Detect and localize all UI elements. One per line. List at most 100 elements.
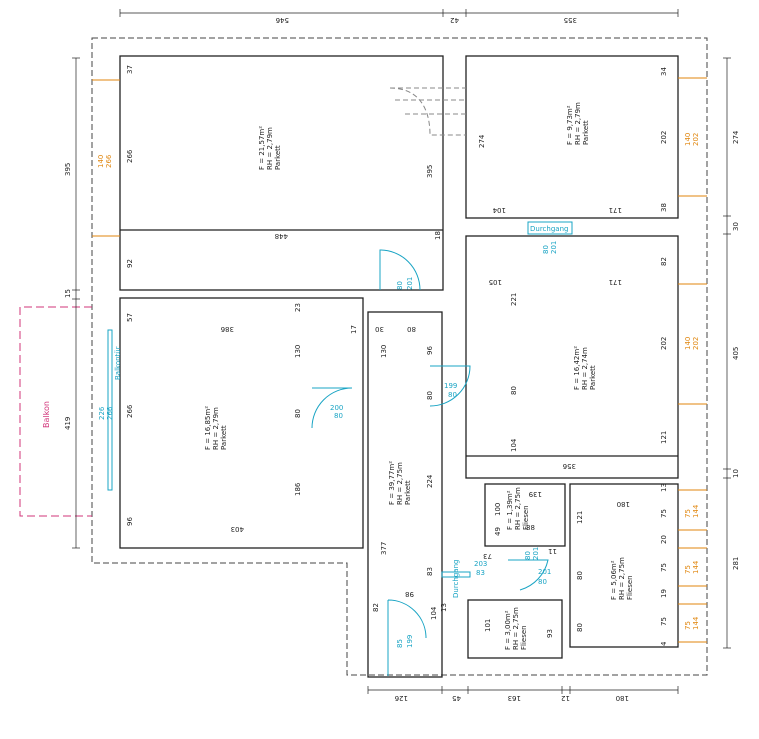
window-2-h: 202: [692, 133, 700, 146]
svg-text:221: 221: [510, 293, 518, 306]
svg-text:82: 82: [660, 257, 668, 266]
svg-text:RH = 2,74m: RH = 2,74m: [581, 347, 589, 390]
balcony-door-h: 266: [106, 406, 114, 420]
svg-text:356: 356: [562, 462, 576, 470]
svg-text:Parkett: Parkett: [274, 145, 282, 170]
svg-text:11: 11: [548, 547, 557, 555]
svg-text:386: 386: [220, 325, 234, 333]
walls: [119, 55, 679, 678]
svg-text:171: 171: [609, 206, 622, 214]
svg-text:98: 98: [405, 590, 414, 598]
svg-text:30: 30: [375, 325, 384, 333]
svg-text:377: 377: [380, 542, 388, 555]
window-4-w: 75: [684, 509, 692, 518]
room-3-wall: [465, 235, 679, 479]
svg-text:RH = 2,75m: RH = 2,75m: [618, 557, 626, 600]
door-1-h: 201: [406, 277, 414, 290]
room-1-wall: [119, 55, 444, 291]
dim-left-419: 419: [64, 417, 72, 430]
svg-text:266: 266: [126, 404, 134, 418]
wc-wall: [484, 483, 566, 547]
svg-text:266: 266: [126, 149, 134, 163]
svg-text:F = 16,42m²: F = 16,42m²: [573, 346, 581, 390]
balcony-label: Balkon: [42, 401, 51, 428]
svg-text:73: 73: [483, 552, 492, 560]
door-8-w: 85: [396, 639, 404, 648]
svg-text:20: 20: [660, 535, 668, 544]
svg-text:130: 130: [294, 345, 302, 358]
svg-text:57: 57: [126, 313, 134, 322]
dim-bottom-180: 180: [616, 694, 629, 702]
window-2-w: 140: [684, 133, 692, 146]
dim-right-274: 274: [732, 130, 740, 144]
svg-text:RH = 2,75m: RH = 2,75m: [512, 607, 520, 650]
svg-text:80: 80: [426, 391, 434, 400]
window-1-w: 140: [97, 155, 105, 168]
doors: [107, 221, 573, 676]
svg-text:F = 39,77m²: F = 39,77m²: [388, 461, 396, 505]
window-6-h: 144: [692, 616, 700, 630]
svg-text:82: 82: [372, 603, 380, 612]
interior-dims: 37 266 92 448 395 18 34 274 202 38 104 1…: [126, 65, 668, 646]
svg-text:Parkett: Parkett: [589, 365, 597, 390]
svg-text:17: 17: [350, 325, 358, 334]
svg-text:Fliesen: Fliesen: [626, 575, 634, 600]
bath-wall: [569, 483, 679, 648]
passage-1: Durchgang: [530, 225, 568, 233]
room-3-label: F = 16,42m² RH = 2,74m Parkett: [573, 346, 597, 390]
dim-bottom-126: 126: [394, 694, 408, 702]
room-4-wall: [119, 297, 364, 549]
svg-text:75: 75: [660, 509, 668, 518]
svg-text:100: 100: [494, 503, 502, 516]
svg-text:Fliesen: Fliesen: [522, 505, 530, 530]
svg-text:202: 202: [660, 131, 668, 144]
svg-text:75: 75: [660, 563, 668, 572]
door-7-h: 201: [538, 568, 551, 576]
dim-top-42: 42: [450, 16, 459, 24]
hall-wall: [367, 311, 443, 678]
svg-text:RH = 2,79m: RH = 2,79m: [574, 102, 582, 145]
stair-outline: [389, 87, 466, 136]
door-4-w: 80: [334, 412, 343, 420]
balcony-door-w: 226: [98, 406, 106, 420]
window-5-w: 75: [684, 565, 692, 574]
svg-text:395: 395: [426, 165, 434, 178]
svg-text:93: 93: [546, 629, 554, 638]
small-room-label: F = 3,00m² RH = 2,75m Fliesen: [504, 607, 528, 650]
window-3-h: 202: [692, 337, 700, 350]
svg-text:RH = 2,79m: RH = 2,79m: [212, 407, 220, 450]
door-6-h: 201: [532, 547, 540, 560]
svg-text:34: 34: [660, 67, 668, 76]
dim-top-546: 546: [275, 16, 289, 24]
svg-text:38: 38: [660, 203, 668, 212]
dim-bottom-12: 12: [561, 694, 570, 702]
door-6-w: 80: [524, 551, 532, 560]
door-7-w: 80: [538, 578, 547, 586]
room-2-wall: [465, 55, 679, 219]
svg-text:Parkett: Parkett: [582, 120, 590, 145]
svg-text:104: 104: [492, 206, 506, 214]
window-4-h: 144: [692, 504, 700, 518]
dim-left-15: 15: [64, 289, 72, 298]
svg-text:18: 18: [434, 231, 442, 240]
building-outline: [91, 37, 708, 676]
svg-text:F = 1,39m²: F = 1,39m²: [506, 490, 514, 530]
svg-text:13: 13: [440, 603, 448, 612]
svg-text:274: 274: [478, 134, 486, 148]
door-8-h: 199: [406, 635, 414, 648]
svg-text:130: 130: [380, 345, 388, 358]
svg-text:23: 23: [294, 303, 302, 312]
dim-right-405: 405: [732, 347, 740, 360]
svg-text:F = 9,73m²: F = 9,73m²: [566, 105, 574, 145]
balcony-door-label: Balkontür: [114, 346, 122, 380]
svg-text:F = 16,85m²: F = 16,85m²: [204, 406, 212, 450]
room-4-label: F = 16,85m² RH = 2,79m Parkett: [204, 406, 228, 450]
dim-top-355: 355: [564, 16, 577, 24]
window-3-w: 140: [684, 337, 692, 350]
svg-text:101: 101: [484, 619, 492, 632]
room-1-label: F = 21,57m² RH = 2,79m Parkett: [258, 126, 282, 170]
door-4-h: 200: [330, 404, 343, 412]
door-5-w: 83: [476, 569, 485, 577]
dim-bottom-45: 45: [452, 694, 461, 702]
